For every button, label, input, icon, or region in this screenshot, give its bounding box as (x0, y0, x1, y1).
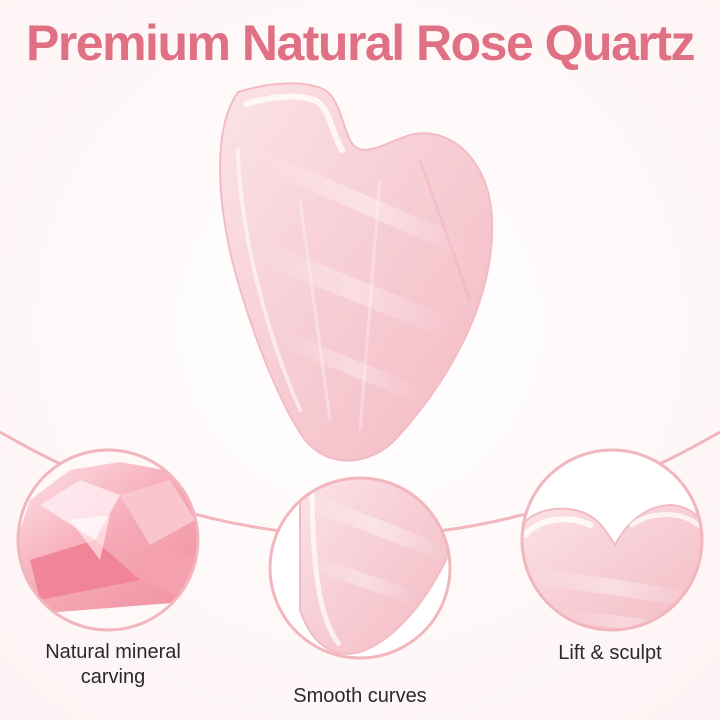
caption-lift-and-sculpt: Lift & sculpt (558, 642, 662, 664)
smooth-curve-closeup-image (268, 476, 452, 660)
caption-smooth-curves: Smooth curves (293, 685, 427, 707)
caption-natural-mineral-carving: Natural mineral carving (45, 641, 181, 688)
headline: Premium Natural Rose Quartz (25, 15, 696, 71)
gua-sha-stone (219, 82, 494, 462)
raw-rose-quartz-image (16, 448, 200, 632)
heart-edge-closeup-image (520, 448, 704, 632)
